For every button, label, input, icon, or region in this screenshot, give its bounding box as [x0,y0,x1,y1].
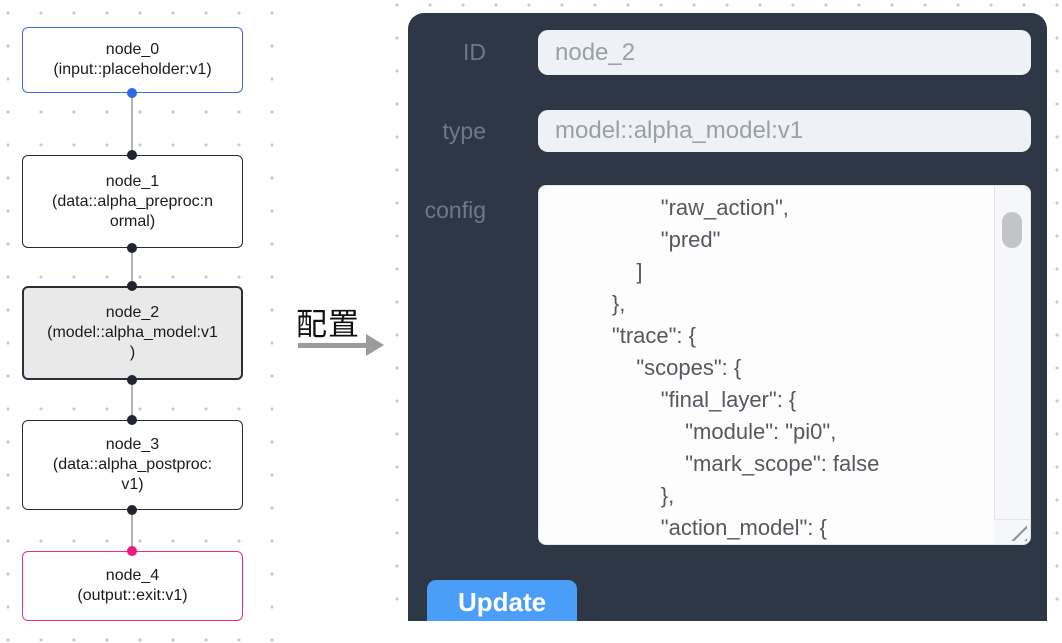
edge-node3-node4 [131,510,133,551]
graph-node-node_2-selected[interactable]: node_2 (model::alpha_model:v1 ) [22,286,243,380]
node-subtitle: (data::alpha_preproc:n [52,192,213,210]
node-subtitle: ormal) [109,212,156,230]
config-json-content: "raw_action", "pred" ] }, "trace": { "sc… [563,195,880,540]
port-node3-out[interactable] [127,505,137,515]
type-input[interactable] [538,110,1031,152]
edge-node1-node2 [131,248,133,286]
node-subtitle: ) [129,344,136,361]
config-json-editor[interactable]: "raw_action", "pred" ] }, "trace": { "sc… [538,185,1031,545]
graph-node-node_3[interactable]: node_3 (data::alpha_postproc: v1) [22,420,243,510]
port-node1-out[interactable] [127,243,137,253]
port-node3-in[interactable] [127,415,137,425]
node-config-panel: ID type config "raw_action", "pred" ] },… [408,13,1047,621]
edge-node2-node3 [131,380,133,420]
graph-node-node_4[interactable]: node_4 (output::exit:v1) [22,551,243,621]
annotation-label: 配置 [296,307,360,342]
edge-node0-node1 [131,93,133,155]
graph-node-node_1[interactable]: node_1 (data::alpha_preproc:n ormal) [22,155,243,248]
node-subtitle: (data::alpha_postproc: [52,456,213,473]
graph-node-node_0[interactable]: node_0 (input::placeholder:v1) [22,27,243,93]
graph-canvas: node_0 (input::placeholder:v1) node_1 (d… [0,0,280,643]
node-subtitle: (input::placeholder:v1) [53,61,212,78]
port-node0-out[interactable] [127,88,137,98]
type-field-label: type [442,118,486,144]
node-title: node_4 [105,567,160,584]
id-input[interactable] [538,30,1031,75]
node-title: node_1 [105,172,160,190]
editor-scrollbar-thumb[interactable] [1002,212,1022,248]
node-title: node_2 [105,304,160,321]
node-subtitle: v1) [121,476,144,493]
port-node2-in[interactable] [127,281,137,291]
update-button[interactable]: Update [427,580,577,621]
annotation-arrow-shaft [298,343,368,348]
port-node2-out[interactable] [127,375,137,385]
node-title: node_0 [105,41,160,58]
config-field-label: config [424,197,486,223]
update-button-label: Update [457,587,547,617]
port-node1-in[interactable] [127,150,137,160]
annotation-arrow-head-icon [366,334,384,356]
node-subtitle: (output::exit:v1) [77,587,188,604]
id-field-label: ID [463,39,486,65]
node-subtitle: (model::alpha_model:v1 [47,324,218,341]
node-title: node_3 [105,436,160,453]
panel-canvas: ID type config "raw_action", "pred" ] },… [394,0,1062,621]
port-node4-in[interactable] [127,546,137,556]
